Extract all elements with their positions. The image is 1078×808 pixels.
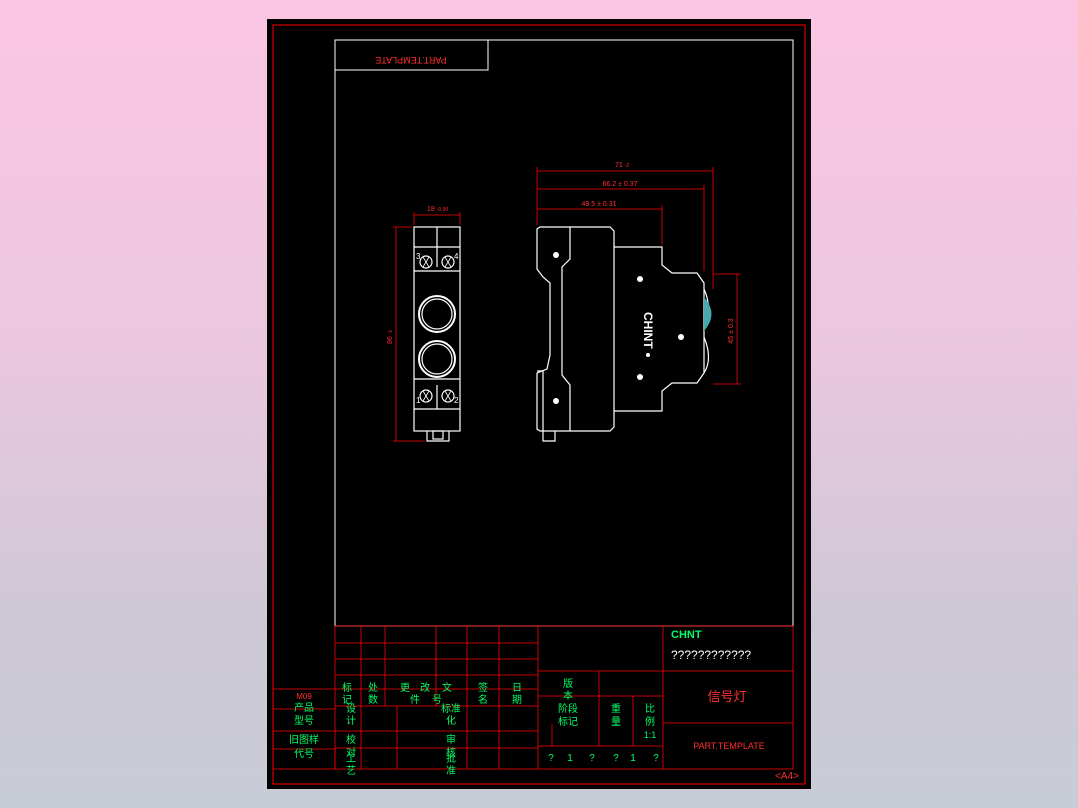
svg-text:比: 比 bbox=[645, 703, 655, 715]
svg-text:1: 1 bbox=[630, 753, 636, 764]
outer-border bbox=[272, 24, 806, 785]
front-view bbox=[413, 226, 461, 442]
inner-frame bbox=[334, 39, 794, 627]
svg-text:M09: M09 bbox=[296, 692, 312, 701]
svg-text:阶段: 阶段 bbox=[558, 702, 578, 715]
svg-text:旧图样: 旧图样 bbox=[289, 733, 319, 746]
svg-text:本: 本 bbox=[563, 689, 573, 702]
svg-text:代号: 代号 bbox=[294, 748, 314, 760]
cad-drawing: PART.TEMPLATE 3 4 1 2 18 -0.00 86 -1 bbox=[272, 24, 806, 785]
product-name: 信号灯 bbox=[707, 689, 746, 704]
svg-text:校: 校 bbox=[346, 733, 356, 746]
svg-text:化: 化 bbox=[446, 714, 456, 727]
svg-text:名: 名 bbox=[478, 693, 488, 706]
svg-text:1:1: 1:1 bbox=[644, 730, 657, 740]
width-dimension: 18 -0.00 bbox=[427, 206, 448, 213]
top-label: PART.TEMPLATE bbox=[375, 55, 447, 65]
svg-text:例: 例 bbox=[645, 715, 655, 728]
svg-text:4: 4 bbox=[454, 252, 459, 261]
lens-cyan bbox=[704, 297, 712, 331]
dim-mid: 66.2 ± 0.37 bbox=[603, 181, 638, 188]
svg-text:?: ? bbox=[589, 753, 595, 764]
top-label-box bbox=[334, 39, 489, 71]
svg-text:设: 设 bbox=[346, 703, 356, 715]
svg-text:审: 审 bbox=[446, 733, 456, 746]
svg-text:量: 量 bbox=[611, 716, 621, 728]
svg-text:?: ? bbox=[653, 753, 659, 764]
svg-text:数: 数 bbox=[368, 693, 378, 706]
svg-text:标准: 标准 bbox=[441, 703, 461, 715]
sheet-size: <A4> bbox=[775, 771, 799, 782]
svg-text:3: 3 bbox=[416, 252, 421, 261]
indicator-lamp-top bbox=[418, 295, 456, 333]
indicator-lamp-bottom bbox=[418, 340, 456, 378]
svg-text:记: 记 bbox=[342, 694, 352, 706]
svg-text:签: 签 bbox=[478, 681, 488, 694]
svg-text:核: 核 bbox=[446, 746, 456, 759]
svg-text:日: 日 bbox=[512, 683, 522, 694]
svg-text:标记: 标记 bbox=[558, 716, 578, 728]
height-dimension: 86 -1 bbox=[387, 330, 394, 344]
logo-chnt: CHNT bbox=[671, 629, 702, 641]
svg-text:1: 1 bbox=[416, 396, 421, 405]
svg-text:批: 批 bbox=[446, 752, 456, 765]
svg-text:型号: 型号 bbox=[294, 714, 314, 727]
svg-text:?: ? bbox=[548, 753, 554, 764]
svg-text:计: 计 bbox=[346, 714, 356, 727]
svg-text:版: 版 bbox=[563, 677, 573, 690]
svg-text:改: 改 bbox=[420, 681, 430, 694]
svg-text:处: 处 bbox=[368, 682, 378, 694]
drawing-sheet: PART.TEMPLATE 3 4 1 2 18 -0.00 86 -1 bbox=[267, 19, 811, 789]
dim-right: 45 ± 0.3 bbox=[728, 318, 735, 343]
svg-text:更: 更 bbox=[400, 682, 410, 694]
dim-overall: 71 -2 bbox=[615, 162, 629, 169]
brand-text: CHINT bbox=[641, 312, 655, 349]
svg-text:标: 标 bbox=[342, 682, 352, 694]
svg-text:艺: 艺 bbox=[346, 765, 356, 777]
svg-text:件: 件 bbox=[410, 694, 420, 706]
svg-text:重: 重 bbox=[611, 702, 621, 715]
svg-text:对: 对 bbox=[346, 746, 356, 759]
svg-text:文: 文 bbox=[442, 681, 452, 694]
dim-short: 49.5 ± 0.31 bbox=[582, 201, 617, 208]
svg-text:号: 号 bbox=[432, 694, 442, 706]
side-view bbox=[536, 226, 710, 442]
svg-text:?: ? bbox=[613, 753, 619, 764]
svg-text:产品: 产品 bbox=[294, 701, 314, 714]
svg-text:工: 工 bbox=[346, 754, 356, 765]
svg-text:准: 准 bbox=[446, 765, 456, 777]
svg-text:2: 2 bbox=[454, 396, 459, 405]
part-code: ???????????? bbox=[671, 648, 751, 662]
part-template-label: PART.TEMPLATE bbox=[693, 741, 765, 751]
svg-text:1: 1 bbox=[567, 753, 573, 764]
svg-text:期: 期 bbox=[512, 694, 522, 706]
title-block-grid bbox=[272, 625, 794, 770]
